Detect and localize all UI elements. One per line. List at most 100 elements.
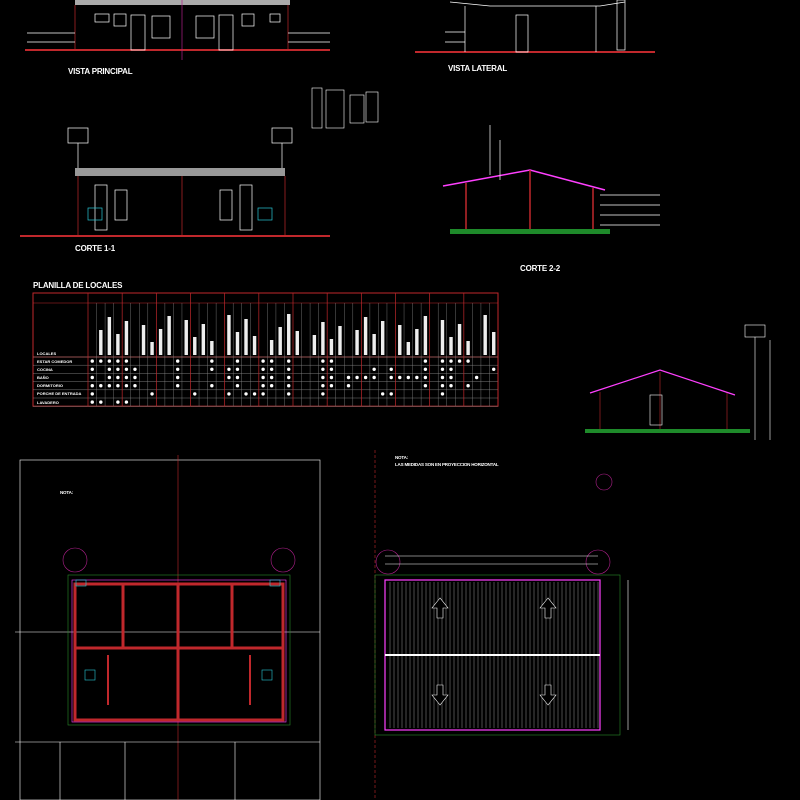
planilla-mark	[175, 375, 180, 380]
planilla-mark	[269, 367, 274, 371]
planilla-mark	[133, 384, 137, 388]
planilla-column-header-text	[398, 325, 402, 355]
planilla-mark	[492, 367, 496, 371]
planilla-column-header-text	[321, 322, 325, 355]
planilla-mark	[116, 400, 120, 404]
planilla-column-header-text	[278, 327, 282, 355]
planilla-mark	[287, 359, 291, 363]
planilla-column-header-text	[466, 341, 470, 355]
planilla-column-header-text	[141, 325, 146, 355]
planilla-row-label: BAÑO	[37, 375, 49, 380]
planilla-mark	[415, 375, 419, 380]
planilla-mark	[90, 384, 94, 388]
planilla-mark	[321, 384, 325, 388]
planilla-row-label: PORCHE DE ENTRADA	[37, 391, 82, 397]
corte-2-2-title: CORTE 2-2	[520, 264, 560, 273]
planilla-mark	[261, 392, 265, 396]
planilla-column-header-text	[415, 329, 419, 355]
planilla-mark	[116, 359, 120, 363]
planilla-column-header-text	[150, 342, 154, 355]
roof-note-text: LAS MEDIDAS SON EN PROYECCION HORIZONTAL	[395, 462, 499, 467]
planilla-column-header-text	[201, 324, 206, 355]
planilla-mark	[329, 359, 334, 363]
planilla-mark	[440, 359, 445, 363]
planilla-column-header-text	[269, 340, 274, 355]
planilla-mark	[321, 359, 325, 363]
planilla-title: PLANILLA DE LOCALES	[33, 281, 123, 290]
planilla-mark	[175, 367, 180, 371]
planilla-mark	[261, 367, 265, 371]
planilla-mark	[389, 375, 393, 380]
planilla-mark	[389, 392, 393, 396]
planilla-column-header-text	[235, 332, 240, 355]
planilla-mark	[287, 367, 291, 371]
planilla-column-header-text	[329, 339, 334, 355]
planilla-column-header-text	[167, 316, 171, 355]
planilla-mark	[116, 384, 120, 388]
vista-principal-title: VISTA PRINCIPAL	[68, 67, 133, 76]
planilla-column-header-text	[355, 330, 359, 355]
planilla-column-header-text	[193, 337, 197, 355]
planilla-mark	[380, 392, 385, 396]
planilla-column-header-text	[380, 321, 385, 355]
planilla-border	[32, 292, 499, 407]
planilla-mark	[449, 375, 453, 380]
planilla-row-label: ESTAR COMEDOR	[37, 358, 73, 364]
planilla-row-label: LAVADERO	[37, 399, 59, 405]
planilla-column-header-text	[492, 332, 496, 355]
planilla-column-header-text	[244, 319, 248, 355]
planilla-mark	[193, 392, 197, 396]
planilla-mark	[107, 359, 112, 363]
planilla-mark	[150, 392, 154, 396]
planilla-mark	[466, 359, 470, 363]
planilla-mark	[389, 367, 393, 371]
planilla-column-header-text	[449, 337, 453, 355]
planilla-mark	[261, 375, 265, 380]
planilla-mark	[449, 384, 453, 388]
planilla-grid	[32, 292, 499, 407]
planilla-mark	[227, 375, 231, 380]
planilla-mark	[440, 392, 445, 396]
planilla-mark	[321, 367, 325, 371]
planilla-mark	[235, 367, 240, 371]
vista-lateral-drawing	[415, 0, 655, 53]
planilla-mark	[449, 367, 453, 371]
planilla-mark	[252, 392, 257, 396]
planilla-mark	[124, 384, 129, 388]
vista-principal-drawing	[25, 0, 330, 60]
planilla-mark	[346, 375, 351, 380]
planilla-column-header-text	[363, 317, 368, 355]
planilla-mark	[287, 375, 291, 380]
planilla-column-header-text	[107, 317, 112, 355]
planilla-mark	[261, 359, 265, 363]
planilla-mark	[269, 384, 274, 388]
planilla-column-header-text	[406, 342, 411, 355]
planilla-row-label: COCINA	[37, 366, 53, 372]
planilla-mark	[116, 375, 120, 380]
planilla-mark	[423, 384, 428, 388]
corte-1-1-title: CORTE 1-1	[75, 244, 115, 253]
planilla-mark	[210, 367, 214, 371]
planilla-column-header-text	[440, 320, 445, 355]
planilla-column-header-text	[158, 329, 163, 355]
planilla-row-label: DORMITORIO	[37, 383, 63, 389]
planilla-column-header-text	[483, 315, 487, 355]
planilla-column-header-text	[423, 316, 428, 355]
planilla-mark	[423, 375, 428, 380]
planilla-mark	[124, 367, 129, 371]
planilla-mark	[133, 367, 137, 371]
corte-2-2-drawing	[442, 125, 660, 234]
planilla-column-header-text	[227, 315, 231, 355]
planilla-mark	[261, 384, 265, 388]
planilla-mark	[227, 367, 231, 371]
planilla-mark	[457, 359, 462, 363]
planilla-mark	[107, 367, 112, 371]
planilla-column-header-text	[372, 334, 376, 355]
planilla-mark	[90, 400, 94, 404]
planilla-column-header-text	[99, 330, 103, 355]
planilla-mark	[269, 375, 274, 380]
planilla-mark	[355, 375, 359, 380]
planilla-mark	[423, 367, 428, 371]
planta-techos-drawing	[374, 450, 629, 800]
planilla-mark	[235, 384, 240, 388]
